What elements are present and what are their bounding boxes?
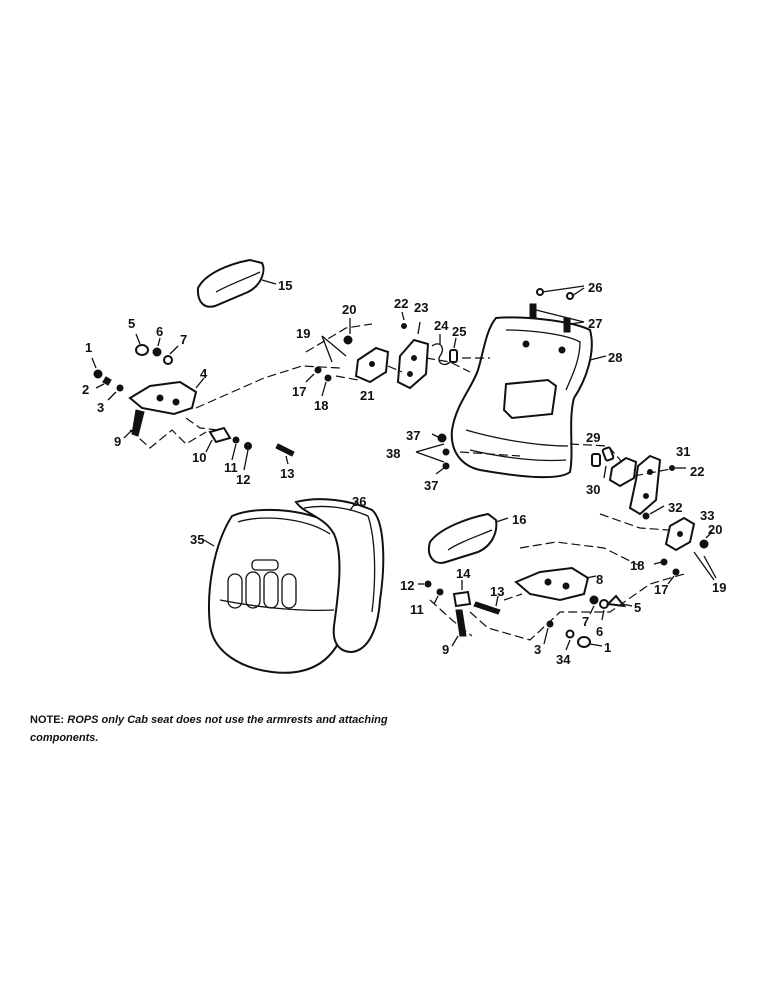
callout-10: 10 [192,450,206,465]
bracket-right [514,566,597,602]
callout-33: 33 [700,508,714,523]
callout-6-right: 6 [596,624,603,639]
callout-20: 20 [342,302,356,317]
callout-22: 22 [394,296,408,311]
callout-5-right: 5 [634,600,641,615]
callout-17-right: 17 [654,582,668,597]
note-label: NOTE: [30,714,65,726]
callout-18: 18 [314,398,328,413]
seat-back-frame [450,316,607,479]
callout-15: 15 [278,278,292,293]
callout-32: 32 [668,500,682,515]
callout-19: 19 [296,326,310,341]
footnote: NOTE: ROPS only Cab seat does not use th… [30,711,430,747]
callout-37-upper: 37 [406,428,420,443]
callout-21: 21 [360,388,374,403]
callout-28: 28 [608,350,622,365]
callout-38: 38 [386,446,400,461]
seat-pan [294,498,385,654]
callout-37-lower: 37 [424,478,438,493]
callout-27: 27 [588,316,602,331]
callout-12: 12 [236,472,250,487]
callout-3-right: 3 [534,642,541,657]
callout-22-right: 22 [690,464,704,479]
callout-6: 6 [156,324,163,339]
callout-7-right: 7 [582,614,589,629]
armrest-right [428,512,509,564]
callout-12-right: 12 [400,578,414,593]
callout-25: 25 [452,324,466,339]
callout-18-right: 18 [630,558,644,573]
callout-26: 26 [588,280,602,295]
note-text: ROPS only Cab seat does not use the armr… [30,714,388,744]
callout-19-right: 19 [712,580,726,595]
callout-16: 16 [512,512,526,527]
fasteners-right [415,285,717,585]
callout-29: 29 [586,430,600,445]
hinge-left [354,338,458,390]
callout-1: 1 [85,340,92,355]
callout-24: 24 [434,318,449,333]
callout-11-right: 11 [410,602,424,617]
cushion-stitching [227,559,297,609]
callout-8: 8 [596,572,603,587]
callout-30: 30 [586,482,600,497]
callout-31: 31 [676,444,690,459]
callout-labels: 1 2 3 4 5 6 7 9 10 11 12 13 15 17 18 19 … [82,278,726,667]
fasteners-lower [418,580,633,651]
callout-9: 9 [114,434,121,449]
callout-20-right: 20 [708,522,722,537]
callout-11: 11 [224,460,238,475]
callout-13-right: 13 [490,584,504,599]
armrest-left [196,258,277,308]
callout-1-right: 1 [604,640,611,655]
callout-5: 5 [128,316,135,331]
callout-3: 3 [97,400,104,415]
callout-34: 34 [556,652,571,667]
callout-13: 13 [280,466,294,481]
alignment-lines [129,323,685,641]
seat-cushion [203,508,349,674]
callout-36: 36 [352,494,366,509]
bracket-left [128,377,205,416]
callout-23: 23 [414,300,428,315]
callout-9-right: 9 [442,642,449,657]
callout-4: 4 [200,366,208,381]
callout-7: 7 [180,332,187,347]
callout-35: 35 [190,532,204,547]
callout-17: 17 [292,384,306,399]
hinge-right [591,453,696,552]
callout-14: 14 [456,566,471,581]
callout-2: 2 [82,382,89,397]
